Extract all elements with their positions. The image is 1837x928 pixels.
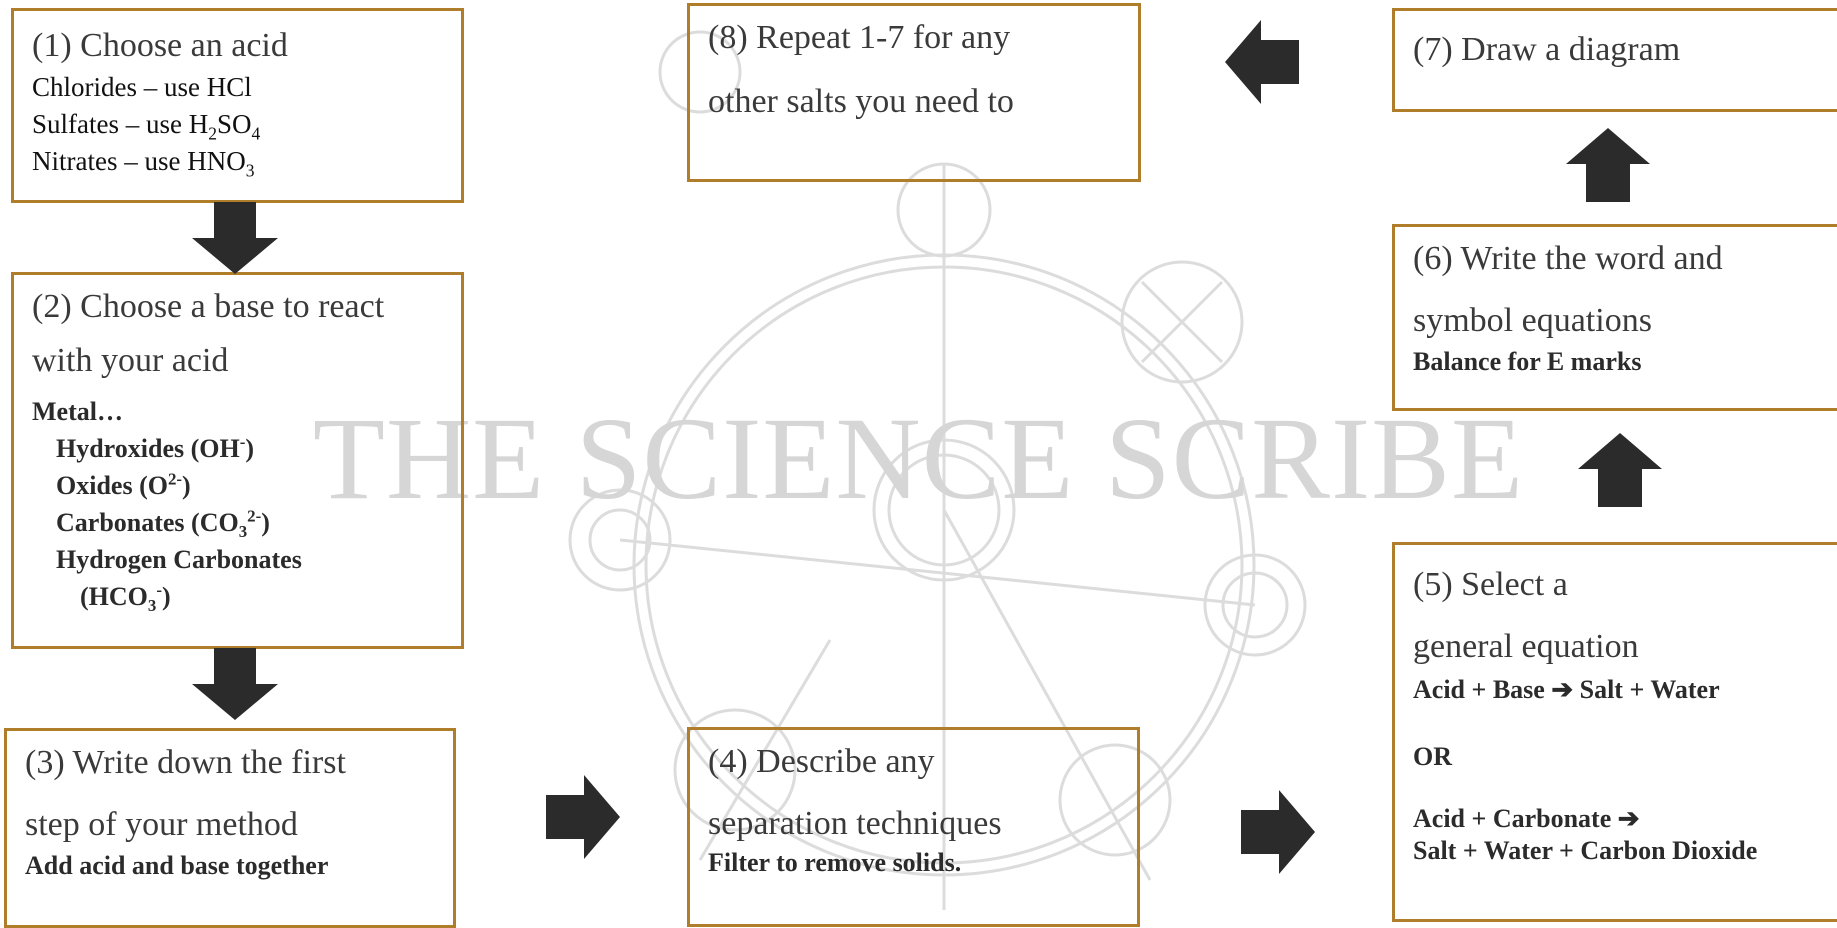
step-4-heading-line-2: separation techniques — [708, 805, 1002, 842]
step-1-heading: (1) Choose an acid — [32, 27, 288, 64]
step-3-box: (3) Write down the first step of your me… — [4, 728, 456, 928]
step-4-heading-line-1: (4) Describe any — [708, 743, 935, 780]
arrow-down-icon — [192, 202, 278, 274]
arrow-down-icon — [192, 648, 278, 720]
arrow-right-icon — [546, 775, 620, 859]
step-3-heading-line-1: (3) Write down the first — [25, 744, 346, 781]
step-6-heading-line-2: symbol equations — [1413, 302, 1652, 339]
arrow-right-icon: ➔ — [1617, 804, 1640, 833]
step-5-equation-1: Acid + Base ➔ Salt + Water — [1413, 675, 1720, 704]
step-1-acid-line: Nitrates – use HNO3 — [32, 146, 255, 181]
step-7-box: (7) Draw a diagram — [1392, 8, 1837, 112]
step-8-box: (8) Repeat 1-7 for any other salts you n… — [687, 3, 1141, 182]
step-4-box: (4) Describe any separation techniques F… — [687, 727, 1140, 927]
step-7-heading: (7) Draw a diagram — [1413, 31, 1681, 68]
step-5-or: OR — [1413, 742, 1452, 771]
arrow-left-icon — [1225, 20, 1299, 104]
watermark-text: THE SCIENCE SCRIBE — [312, 393, 1525, 524]
step-3-detail: Add acid and base together — [25, 851, 329, 880]
step-2-hydrogen-carbonates: Hydrogen Carbonates — [56, 545, 302, 574]
step-1-acid-line: Chlorides – use HCl — [32, 72, 252, 102]
step-2-heading-line-2: with your acid — [32, 342, 229, 379]
step-5-heading-line-1: (5) Select a — [1413, 566, 1568, 603]
step-2-oxides: Oxides (O2-) — [56, 469, 191, 500]
step-2-hydroxides: Hydroxides (OH-) — [56, 432, 254, 463]
step-2-heading-line-1: (2) Choose a base to react — [32, 288, 385, 325]
step-6-box: (6) Write the word and symbol equations … — [1392, 224, 1837, 411]
step-2-metal: Metal… — [32, 397, 123, 426]
step-5-equation-2-line-1: Acid + Carbonate ➔ — [1413, 804, 1640, 833]
step-5-equation-2-line-2: Salt + Water + Carbon Dioxide — [1413, 836, 1758, 865]
step-6-heading-line-1: (6) Write the word and — [1413, 240, 1723, 277]
step-2-hco3: (HCO3-) — [80, 580, 171, 616]
step-1-acid-line: Sulfates – use H2SO4 — [32, 109, 261, 144]
step-2-box: (2) Choose a base to react with your aci… — [11, 272, 464, 649]
step-6-detail: Balance for E marks — [1413, 347, 1642, 376]
step-8-heading-line-2: other salts you need to — [708, 83, 1014, 120]
step-3-heading-line-2: step of your method — [25, 806, 298, 843]
step-4-detail: Filter to remove solids. — [708, 848, 962, 877]
arrow-right-icon: ➔ — [1551, 675, 1574, 704]
arrow-right-icon — [1241, 790, 1315, 874]
arrow-up-icon — [1578, 433, 1662, 507]
step-2-carbonates: Carbonates (CO32-) — [56, 506, 270, 542]
step-5-box: (5) Select a general equation Acid + Bas… — [1392, 542, 1837, 922]
arrow-up-icon — [1566, 128, 1650, 202]
step-5-heading-line-2: general equation — [1413, 628, 1639, 665]
step-8-heading-line-1: (8) Repeat 1-7 for any — [708, 19, 1011, 56]
